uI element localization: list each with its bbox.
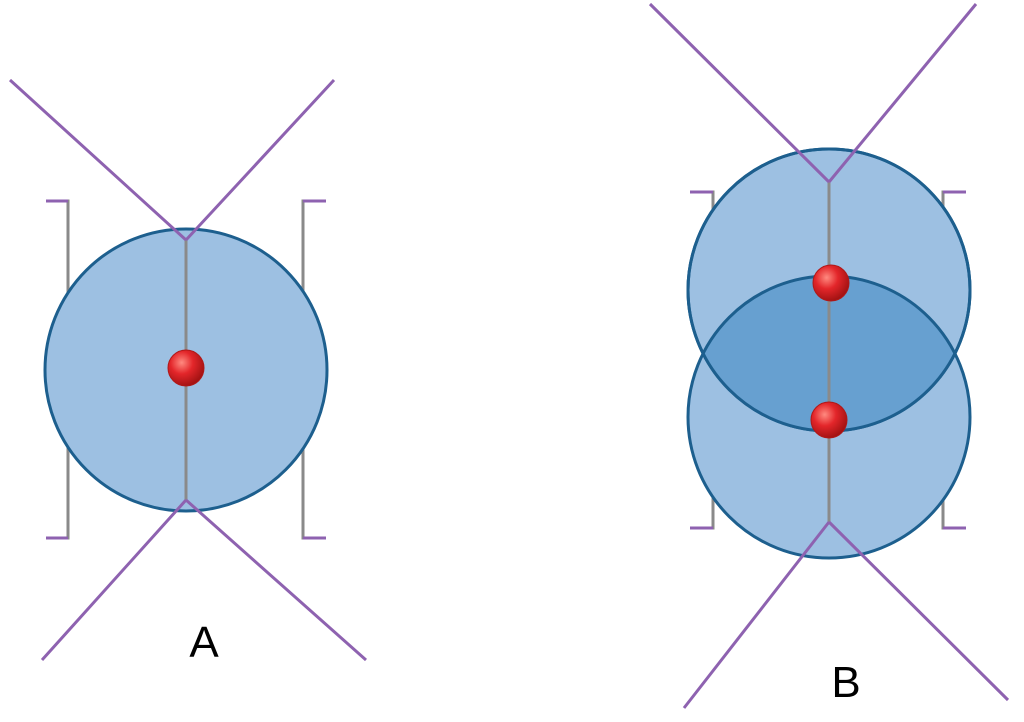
lower-cone-b	[682, 520, 1010, 709]
dot-b-lower	[810, 401, 848, 439]
upper-cone-a	[8, 78, 336, 242]
dot-a	[167, 349, 205, 387]
panel-label-a: A	[189, 618, 219, 667]
dot-b-upper	[812, 264, 850, 302]
lower-cone-a	[40, 498, 367, 662]
panel-label-b: B	[831, 658, 860, 707]
panel-a: A	[8, 78, 367, 667]
panel-b: B	[648, 2, 1010, 709]
upper-cone-b	[648, 2, 978, 184]
